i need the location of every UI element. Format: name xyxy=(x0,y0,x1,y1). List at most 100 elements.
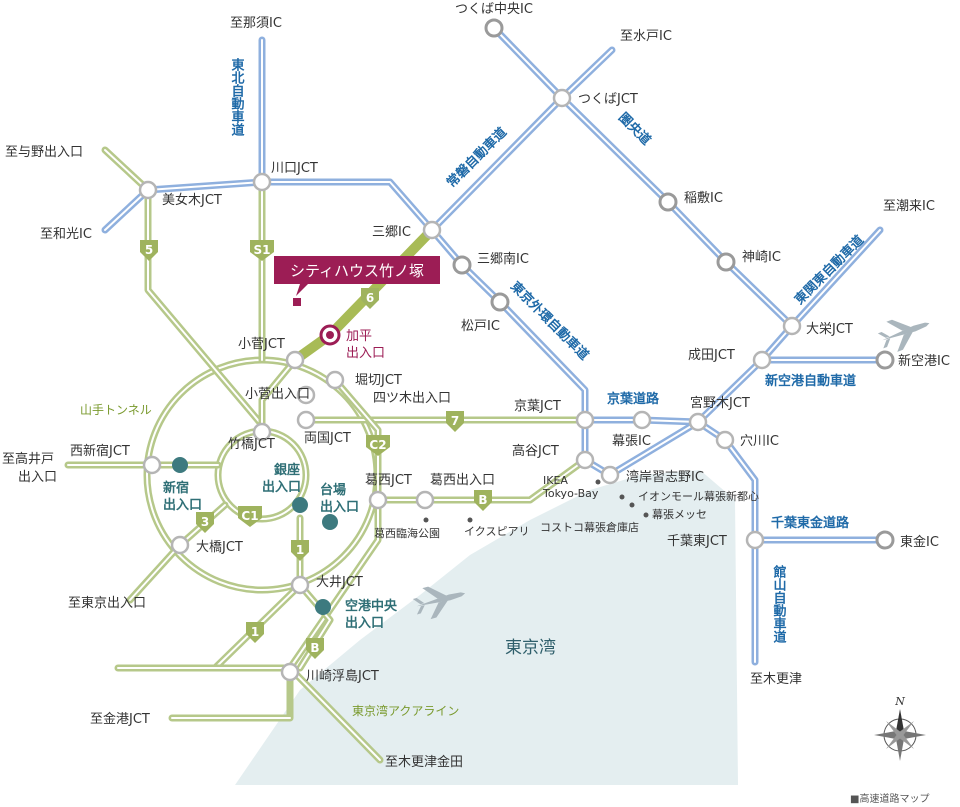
jct-nishishinjuku xyxy=(142,455,162,475)
tokyo-bay-label: 東京湾 xyxy=(505,638,556,658)
jct-tsukuba-chuo xyxy=(484,18,504,38)
label-ikea-1: IKEA xyxy=(543,474,568,487)
route-shield-5: 5 xyxy=(140,240,158,261)
exit-shinjuku-2: 出入口 xyxy=(163,497,202,513)
svg-text:B: B xyxy=(478,493,487,507)
route-shield-3: 3 xyxy=(196,512,214,533)
jct-horikiri xyxy=(325,370,345,390)
label-keiyo-jct: 京葉JCT xyxy=(514,399,561,414)
jct-kawaguchi xyxy=(252,172,272,192)
svg-text:1: 1 xyxy=(296,543,304,557)
jct-anagawa xyxy=(715,430,735,450)
label-takaya: 高谷JCT xyxy=(512,443,559,459)
junctions xyxy=(138,18,895,682)
label-aqualine: 東京湾アクアライン xyxy=(352,703,459,718)
exit-ginza-1: 銀座 xyxy=(274,462,300,478)
expressway-ken-o: 圏央道 xyxy=(615,110,654,149)
label-inashiki: 稲敷IC xyxy=(684,191,723,206)
label-yamate-tunnel: 山手トンネル xyxy=(80,403,152,417)
route-shields: 5 S1 6 7 C2 C1 3 1 B B 1 xyxy=(140,240,492,659)
jct-kozaki xyxy=(716,252,736,272)
exit-labels: 新宿 出入口 銀座 出入口 台場 出入口 空港中央 出入口 xyxy=(163,462,398,631)
expressway-keiyo: 京葉道路 xyxy=(607,391,660,407)
exit-dots xyxy=(172,457,338,615)
property-location-square xyxy=(293,298,301,306)
label-kisarazu: 至木更津 xyxy=(750,672,802,687)
poi-dots xyxy=(423,479,649,523)
exit-airport-1: 空港中央 xyxy=(345,598,398,614)
label-kawasaki-ukishima: 川崎浮島JCT xyxy=(306,669,379,684)
exit-ginza-dot xyxy=(292,497,308,513)
label-kozaki: 神崎IC xyxy=(742,250,781,265)
jct-kosuge xyxy=(285,350,305,370)
jct-ohashi xyxy=(170,535,190,555)
jct-ryogoku xyxy=(296,410,316,430)
compass-north-letter: N xyxy=(894,695,905,708)
property-name: シティハウス竹ノ塚 xyxy=(290,262,424,280)
airplane-icon-bay xyxy=(412,586,466,620)
label-shinkuko: 新空港IC xyxy=(898,353,950,369)
label-aeon: イオンモール幕張新都心 xyxy=(638,489,759,503)
jct-takaya xyxy=(575,450,595,470)
label-horikiri: 堀切JCT xyxy=(355,373,402,388)
exit-ginza-2: 出入口 xyxy=(262,479,301,495)
jct-wangan-narashino xyxy=(600,465,620,485)
exit-daiba-1: 台場 xyxy=(320,482,346,498)
svg-text:6: 6 xyxy=(366,291,374,305)
route-shield-7: 7 xyxy=(446,411,464,432)
label-wangan-narashino: 湾岸習志野IC xyxy=(626,469,704,485)
jct-misato-minami xyxy=(452,255,472,275)
jct-oi xyxy=(290,575,310,595)
svg-text:S1: S1 xyxy=(254,243,271,257)
label-makuhari: 幕張IC xyxy=(612,434,651,449)
jct-misato xyxy=(422,220,442,240)
property-marker: シティハウス竹ノ塚 加平 出入口 xyxy=(274,256,440,361)
jct-kosuge-exit xyxy=(296,385,316,405)
label-kasai-exit: 葛西出入口 xyxy=(430,473,495,488)
jct-tsukuba xyxy=(552,88,572,108)
entrance-label-2: 出入口 xyxy=(346,346,385,361)
svg-text:5: 5 xyxy=(145,243,153,257)
exit-shinjuku-dot xyxy=(172,457,188,473)
route-shield-b2: B xyxy=(306,638,324,659)
exit-airport-2: 出入口 xyxy=(345,615,384,631)
route-shield-6: 6 xyxy=(361,288,379,309)
jct-inashiki xyxy=(658,192,678,212)
label-ikspiari: イクスピアリ xyxy=(464,525,529,538)
svg-text:1: 1 xyxy=(251,625,259,639)
label-ikea-2: Tokyo-Bay xyxy=(542,487,599,500)
route-shield-1b: 1 xyxy=(246,622,264,643)
label-yono: 至与野出入口 xyxy=(5,145,83,160)
route-shield-c1: C1 xyxy=(238,506,262,527)
jct-ohei xyxy=(782,316,802,336)
compass-icon: N xyxy=(874,695,926,761)
exit-shinjuku-1: 新宿 xyxy=(163,480,189,496)
svg-text:7: 7 xyxy=(451,414,459,428)
place-labels: 至那須IC つくば中央IC 至水戸IC つくばJCT 至与野出入口 美女木JCT… xyxy=(2,2,950,770)
jct-takebashi xyxy=(252,422,272,442)
label-oi: 大井JCT xyxy=(316,575,363,590)
label-takebashi: 竹橋JCT xyxy=(228,437,275,452)
label-narita: 成田JCT xyxy=(688,348,735,363)
label-kosuge-jct: 小菅JCT xyxy=(238,337,285,352)
exit-daiba-dot xyxy=(322,514,338,530)
label-tsukuba-jct: つくばJCT xyxy=(578,92,638,107)
entrance-label-1: 加平 xyxy=(346,329,372,344)
label-tsukuba-chuo: つくば中央IC xyxy=(455,2,533,17)
label-tokyo-exit: 至東京出入口 xyxy=(68,595,146,611)
label-kasai-jct: 葛西JCT xyxy=(365,473,412,488)
jct-chiba-higashi xyxy=(745,530,765,550)
label-mito: 至水戸IC xyxy=(620,29,672,44)
label-kawaguchi: 川口JCT xyxy=(271,161,318,176)
route-shield-s1: S1 xyxy=(250,240,274,261)
svg-text:3: 3 xyxy=(201,515,209,529)
label-nasu: 至那須IC xyxy=(230,16,282,31)
expressway-higashi-kanto: 東関東自動車道 xyxy=(792,232,868,308)
label-misato-minami: 三郷南IC xyxy=(477,251,529,267)
label-togane: 東金IC xyxy=(900,534,939,550)
label-bijogi: 美女木JCT xyxy=(162,192,222,208)
label-anagawa: 穴川IC xyxy=(740,434,779,449)
label-kosuge-exit: 小菅出入口 xyxy=(245,387,310,402)
jct-narita xyxy=(752,350,772,370)
expressway-tateyama: 館山自動車道 xyxy=(771,564,787,644)
